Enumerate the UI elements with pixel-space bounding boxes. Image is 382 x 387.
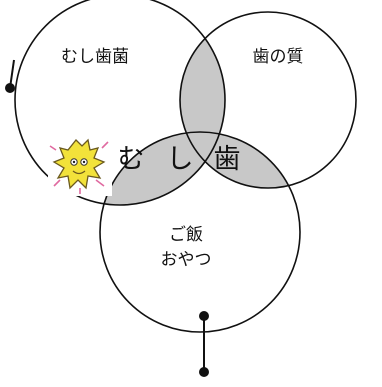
label-meals-line-2: おやつ bbox=[161, 250, 212, 270]
circle-tooth-quality bbox=[179, 11, 357, 189]
circle-meals-snacks bbox=[99, 131, 301, 333]
bottom-connector bbox=[199, 311, 209, 377]
label-tooth-decay-bacteria: むし歯菌 bbox=[61, 47, 129, 67]
center-label-char-2: し bbox=[167, 144, 194, 175]
label-tooth-quality: 歯の質 bbox=[253, 47, 304, 67]
overlap-left-bottom bbox=[100, 132, 225, 205]
decay-germ-mascot-icon bbox=[48, 132, 112, 196]
overlap-right-bottom bbox=[180, 132, 300, 188]
left-connector bbox=[5, 59, 15, 93]
center-label-char-1: む bbox=[118, 144, 145, 175]
label-meals-line-1: ご飯 bbox=[169, 225, 203, 245]
circle-tooth-decay-bacteria bbox=[14, 0, 226, 206]
center-label-char-3: 歯 bbox=[214, 144, 241, 175]
